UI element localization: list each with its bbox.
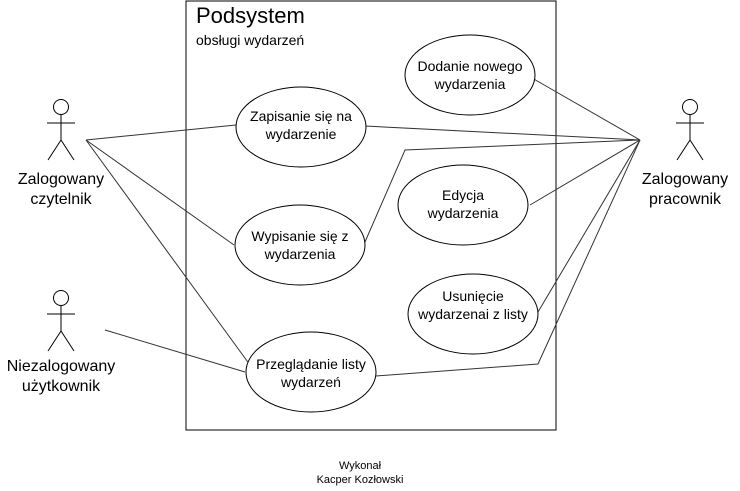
assoc-employee-remove bbox=[537, 139, 641, 313]
assoc-employee-signout bbox=[364, 139, 641, 243]
assoc-reader-signout bbox=[85, 139, 235, 246]
usecase-browse-events bbox=[245, 331, 377, 413]
usecase-sign-out bbox=[234, 204, 366, 286]
usecase-add-event-label: Dodanie nowego wydarzenia bbox=[417, 58, 523, 92]
assoc-employee-edit bbox=[529, 139, 641, 206]
assoc-employee-browse bbox=[375, 139, 641, 377]
usecase-browse-events-label: Przeglądanie listy wydarzeń bbox=[256, 356, 366, 390]
usecase-sign-up-label: Zapisanie się na wydarzenie bbox=[250, 108, 352, 142]
assoc-guest-browse bbox=[104, 329, 246, 373]
footer-made-by: Wykonał bbox=[338, 460, 382, 472]
usecase-add-event bbox=[404, 34, 536, 116]
usecase-sign-out-label: Wypisanie się z wydarzenia bbox=[251, 228, 349, 262]
system-subtitle: obsługi wydarzeń bbox=[196, 32, 305, 48]
system-title: Podsystem bbox=[196, 3, 305, 28]
actor-reader-figure bbox=[47, 99, 75, 161]
footer-author: Kacper Kozłowski bbox=[316, 474, 404, 486]
usecase-remove-event bbox=[407, 273, 539, 355]
usecase-sign-up bbox=[235, 86, 367, 168]
actor-reader-label: Zalogowany czytelnik bbox=[17, 171, 105, 208]
assoc-employee-add bbox=[531, 77, 641, 141]
actor-employee-label: Zalogowany pracownik bbox=[641, 171, 729, 208]
usecase-remove-event-label: Usunięcie wydarzenai z listy bbox=[418, 288, 528, 322]
usecase-edit-event-label: Edycja wydarzenia bbox=[427, 187, 499, 221]
assoc-employee-signup bbox=[364, 125, 641, 141]
actor-guest-figure bbox=[47, 290, 75, 352]
assoc-reader-browse bbox=[85, 139, 251, 366]
assoc-reader-signup bbox=[85, 124, 237, 141]
usecase-edit-event bbox=[397, 164, 529, 246]
actor-guest-label: Niezalogowany użytkownik bbox=[6, 358, 116, 395]
actor-employee-figure bbox=[676, 99, 704, 161]
